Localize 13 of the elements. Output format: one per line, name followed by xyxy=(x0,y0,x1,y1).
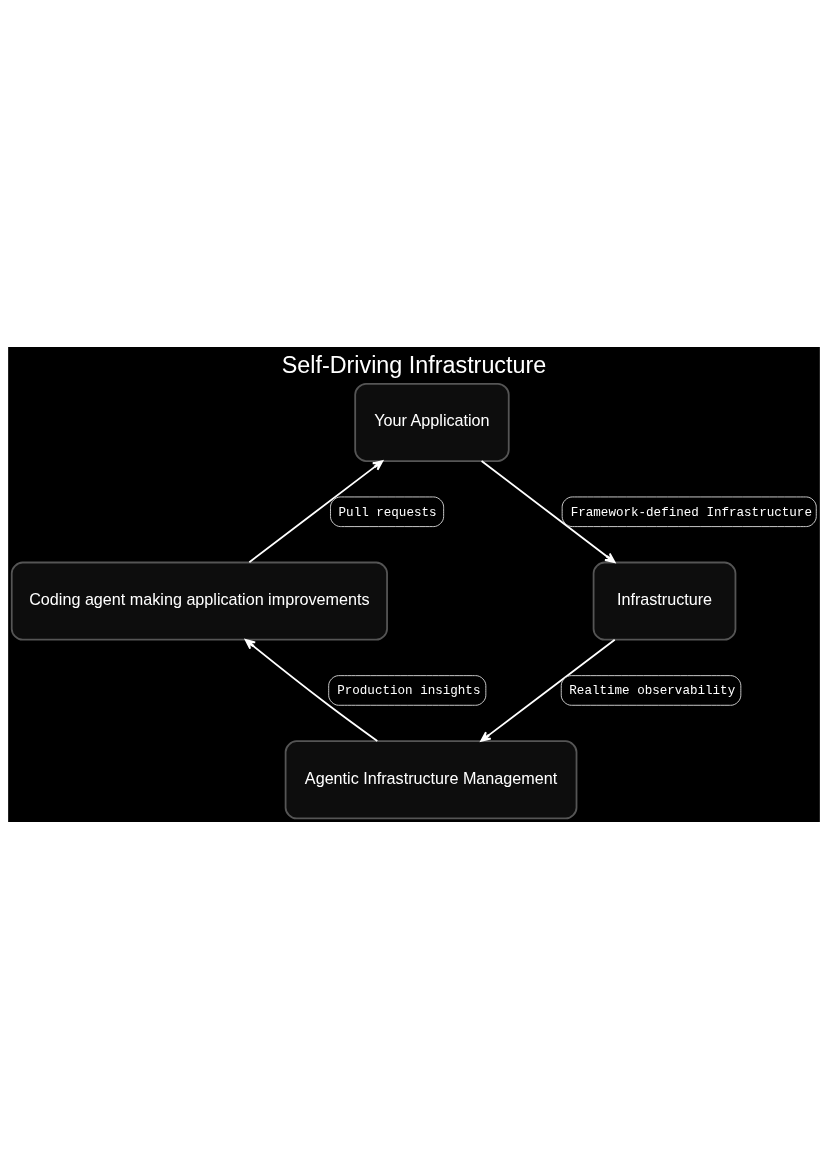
edge-label: Realtime observability xyxy=(569,683,736,698)
arrow xyxy=(248,459,384,563)
node-box: Agentic Infrastructure Management xyxy=(284,739,578,819)
diagram-title: Self-Driving Infrastructure xyxy=(281,351,547,378)
edge-label: Framework-defined Infrastructure xyxy=(570,505,812,520)
node-box: Your Application xyxy=(354,382,510,462)
arrow xyxy=(480,459,616,563)
arrow xyxy=(244,638,379,742)
edge-label: Pull requests xyxy=(338,505,437,520)
edge-label: Production insights xyxy=(337,683,481,698)
arrow xyxy=(480,638,616,742)
node-box: Infrastructure xyxy=(592,561,737,641)
node-box: Coding agent making application improvements xyxy=(10,561,388,641)
